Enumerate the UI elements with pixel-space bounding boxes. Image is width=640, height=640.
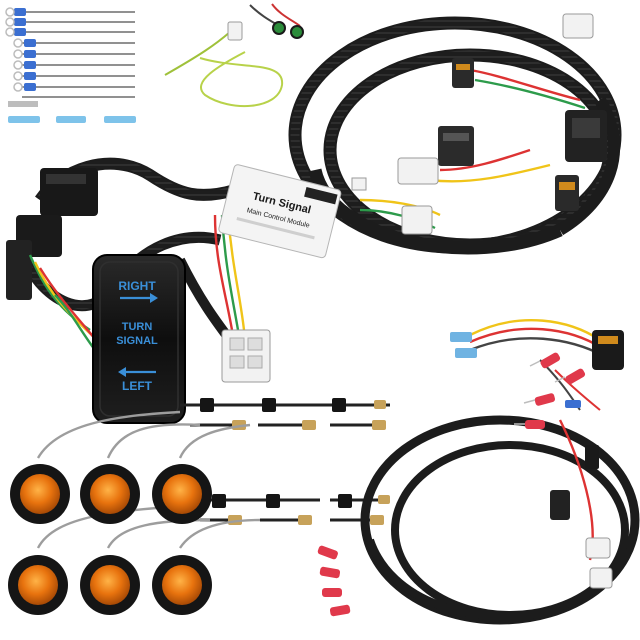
rocker-top-label: RIGHT [118, 279, 156, 293]
spade-terminals [317, 352, 586, 617]
zip-ties-and-ring-terminals [5, 7, 136, 123]
marker-light-5 [80, 555, 140, 615]
control-module: Turn Signal Main Control Module [218, 164, 342, 259]
ground-wire-and-indicator-leads [164, 3, 304, 108]
marker-light-1 [10, 464, 70, 524]
arrow-right-icon [120, 293, 158, 303]
arrow-left-icon [118, 367, 156, 377]
rocker-switch: RIGHT TURN SIGNAL LEFT [92, 254, 186, 424]
marker-light-3 [152, 464, 212, 524]
rocker-bottom-label: LEFT [122, 379, 153, 393]
marker-light-4 [8, 555, 68, 615]
main-harness-coil [288, 13, 622, 255]
amber-marker-lights [8, 410, 261, 615]
rocker-middle-line1: TURN [122, 321, 153, 333]
secondary-harness-coil [360, 415, 640, 625]
pigtail-connector [450, 318, 624, 411]
marker-light-6 [152, 555, 212, 615]
bullet-connectors [180, 398, 390, 525]
marker-light-2 [80, 464, 140, 524]
left-harness-assembly: Turn Signal Main Control Module [6, 157, 342, 383]
rocker-middle-line2: SIGNAL [116, 335, 158, 347]
